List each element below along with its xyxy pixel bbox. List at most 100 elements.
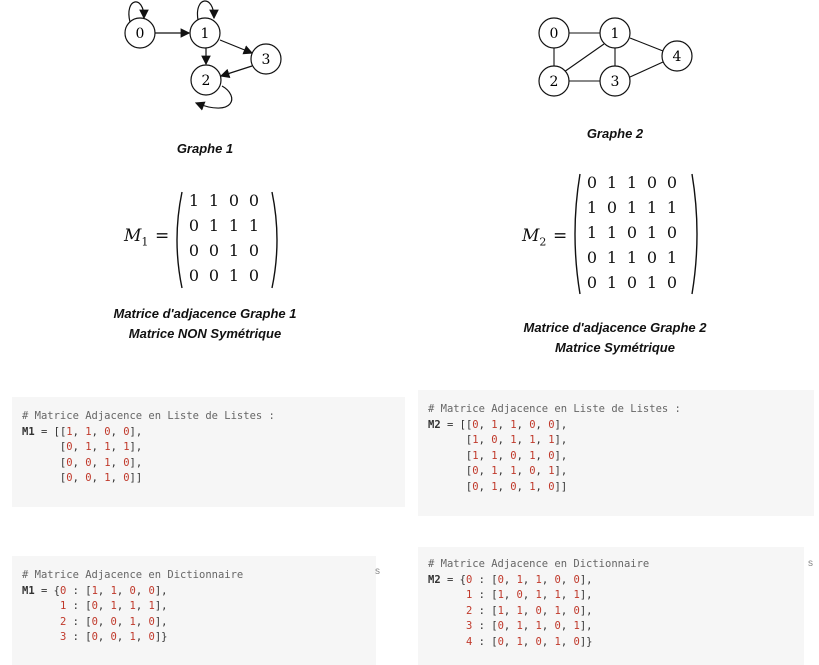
- code-dict-m2-text: # Matrice Adjacence en Dictionnaire M2 =…: [428, 558, 650, 648]
- matrix-2-cell: 1: [606, 248, 618, 267]
- matrix-1-cell: 1: [228, 216, 240, 235]
- matrix-2-cell: 1: [606, 173, 618, 192]
- svg-text:1: 1: [611, 26, 620, 42]
- matrix-2-cell: 1: [626, 198, 638, 217]
- stray-mark-1: s: [375, 566, 380, 577]
- matrix-2-cell: 0: [586, 273, 598, 292]
- matrix-2-caption: Matrice d'adjacence Graphe 2 Matrice Sym…: [500, 318, 730, 358]
- matrix-2-cell: 0: [606, 198, 618, 217]
- matrix-2-cell: 1: [646, 273, 658, 292]
- code-dict-m1-text: # Matrice Adjacence en Dictionnaire M1 =…: [22, 569, 244, 643]
- matrix-1-cell: 0: [188, 216, 200, 235]
- matrix-1-cell: 1: [208, 216, 220, 235]
- code-block-dict-m1: # Matrice Adjacence en Dictionnaire M1 =…: [12, 556, 376, 665]
- matrix-2-cell: 0: [666, 173, 678, 192]
- matrix-1-cell: 1: [208, 191, 220, 210]
- matrix-2-cell: 0: [626, 273, 638, 292]
- matrix-2-cell: 1: [586, 198, 598, 217]
- graph2-node-1: 1: [599, 17, 631, 49]
- graph2-node-3: 3: [599, 65, 631, 97]
- matrix-1-right-paren: [271, 191, 278, 289]
- svg-text:2: 2: [550, 74, 559, 90]
- matrix-2-cell: 0: [666, 273, 678, 292]
- matrix-2-cell: 1: [666, 248, 678, 267]
- matrix-1-label: M1: [124, 226, 149, 249]
- matrix-1-caption-line1: Matrice d'adjacence Graphe 1: [113, 306, 297, 321]
- graph-2-diagram: 0 1 4 2 3: [538, 17, 693, 97]
- edge-0-0: [128, 1, 149, 23]
- matrix-2-cell: 0: [626, 223, 638, 242]
- graph1-node-3: 3: [250, 43, 282, 75]
- graph-2-caption: Graphe 2: [586, 126, 644, 141]
- matrix-1-cell: 1: [248, 216, 260, 235]
- svg-text:3: 3: [611, 74, 620, 90]
- matrix-1-cell: 0: [248, 191, 260, 210]
- stray-mark-2: s: [808, 558, 813, 569]
- matrix-2-caption-line2: Matrice Symétrique: [555, 340, 675, 355]
- matrix-2-label: M2: [522, 226, 547, 249]
- code-list-m1-text: # Matrice Adjacence en Liste de Listes :…: [22, 410, 275, 484]
- matrix-2-cell: 1: [626, 173, 638, 192]
- matrix-2-cell: 1: [666, 198, 678, 217]
- graph2-node-0: 0: [538, 17, 570, 49]
- svg-text:0: 0: [550, 26, 559, 42]
- matrix-1-cell: 0: [228, 191, 240, 210]
- matrix-2-cell: 1: [586, 223, 598, 242]
- matrix-2-cell: 0: [666, 223, 678, 242]
- matrix-1-caption-line2: Matrice NON Symétrique: [128, 326, 282, 341]
- matrix-2-cell: 0: [586, 173, 598, 192]
- matrix-1-cell: 1: [228, 241, 240, 260]
- graph2-node-2: 2: [538, 65, 570, 97]
- matrix-2-caption-line1: Matrice d'adjacence Graphe 2: [523, 320, 707, 335]
- edge-1-3: [219, 39, 254, 55]
- graph-1-caption: Graphe 1: [176, 141, 234, 156]
- matrix-1-cell: 1: [228, 266, 240, 285]
- matrix-2-cell: 0: [646, 248, 658, 267]
- code-block-list-m1: # Matrice Adjacence en Liste de Listes :…: [12, 397, 405, 507]
- edge2-1-2: [563, 43, 605, 73]
- matrix-1-caption: Matrice d'adjacence Graphe 1 Matrice NON…: [90, 304, 320, 344]
- code-block-dict-m2: # Matrice Adjacence en Dictionnaire M2 =…: [418, 547, 804, 665]
- svg-text:1: 1: [201, 26, 210, 42]
- matrix-1-cell: 0: [208, 241, 220, 260]
- code-block-list-m2: # Matrice Adjacence en Liste de Listes :…: [418, 390, 814, 516]
- svg-text:4: 4: [673, 49, 682, 65]
- edge2-3-4: [629, 61, 664, 78]
- matrix-2-cell: 1: [606, 273, 618, 292]
- svg-text:2: 2: [202, 73, 211, 89]
- edge-3-2: [219, 65, 253, 78]
- svg-text:3: 3: [262, 52, 271, 68]
- graph1-node-1: 1: [189, 17, 221, 49]
- matrix-1-cell: 0: [188, 241, 200, 260]
- matrix-1-cell: 0: [248, 266, 260, 285]
- edge-1-1: [196, 0, 219, 21]
- matrix-2-cell: 0: [646, 173, 658, 192]
- graph1-node-0: 0: [124, 17, 156, 49]
- matrix-1-cell: 0: [208, 266, 220, 285]
- matrix-1-left-paren: [176, 191, 183, 289]
- svg-text:0: 0: [136, 26, 145, 42]
- code-list-m2-text: # Matrice Adjacence en Liste de Listes :…: [428, 403, 681, 493]
- matrix-2-cell: 1: [646, 198, 658, 217]
- matrix-1-cell: 0: [188, 266, 200, 285]
- matrix-2-cell: 1: [626, 248, 638, 267]
- matrix-2-cell: 1: [606, 223, 618, 242]
- graph-1-diagram: 0 1 3 2: [124, 0, 282, 111]
- matrix-2-cell: 1: [646, 223, 658, 242]
- graph1-node-2: 2: [190, 64, 222, 96]
- edge-2-2: [194, 85, 233, 111]
- edge2-1-4: [629, 37, 664, 52]
